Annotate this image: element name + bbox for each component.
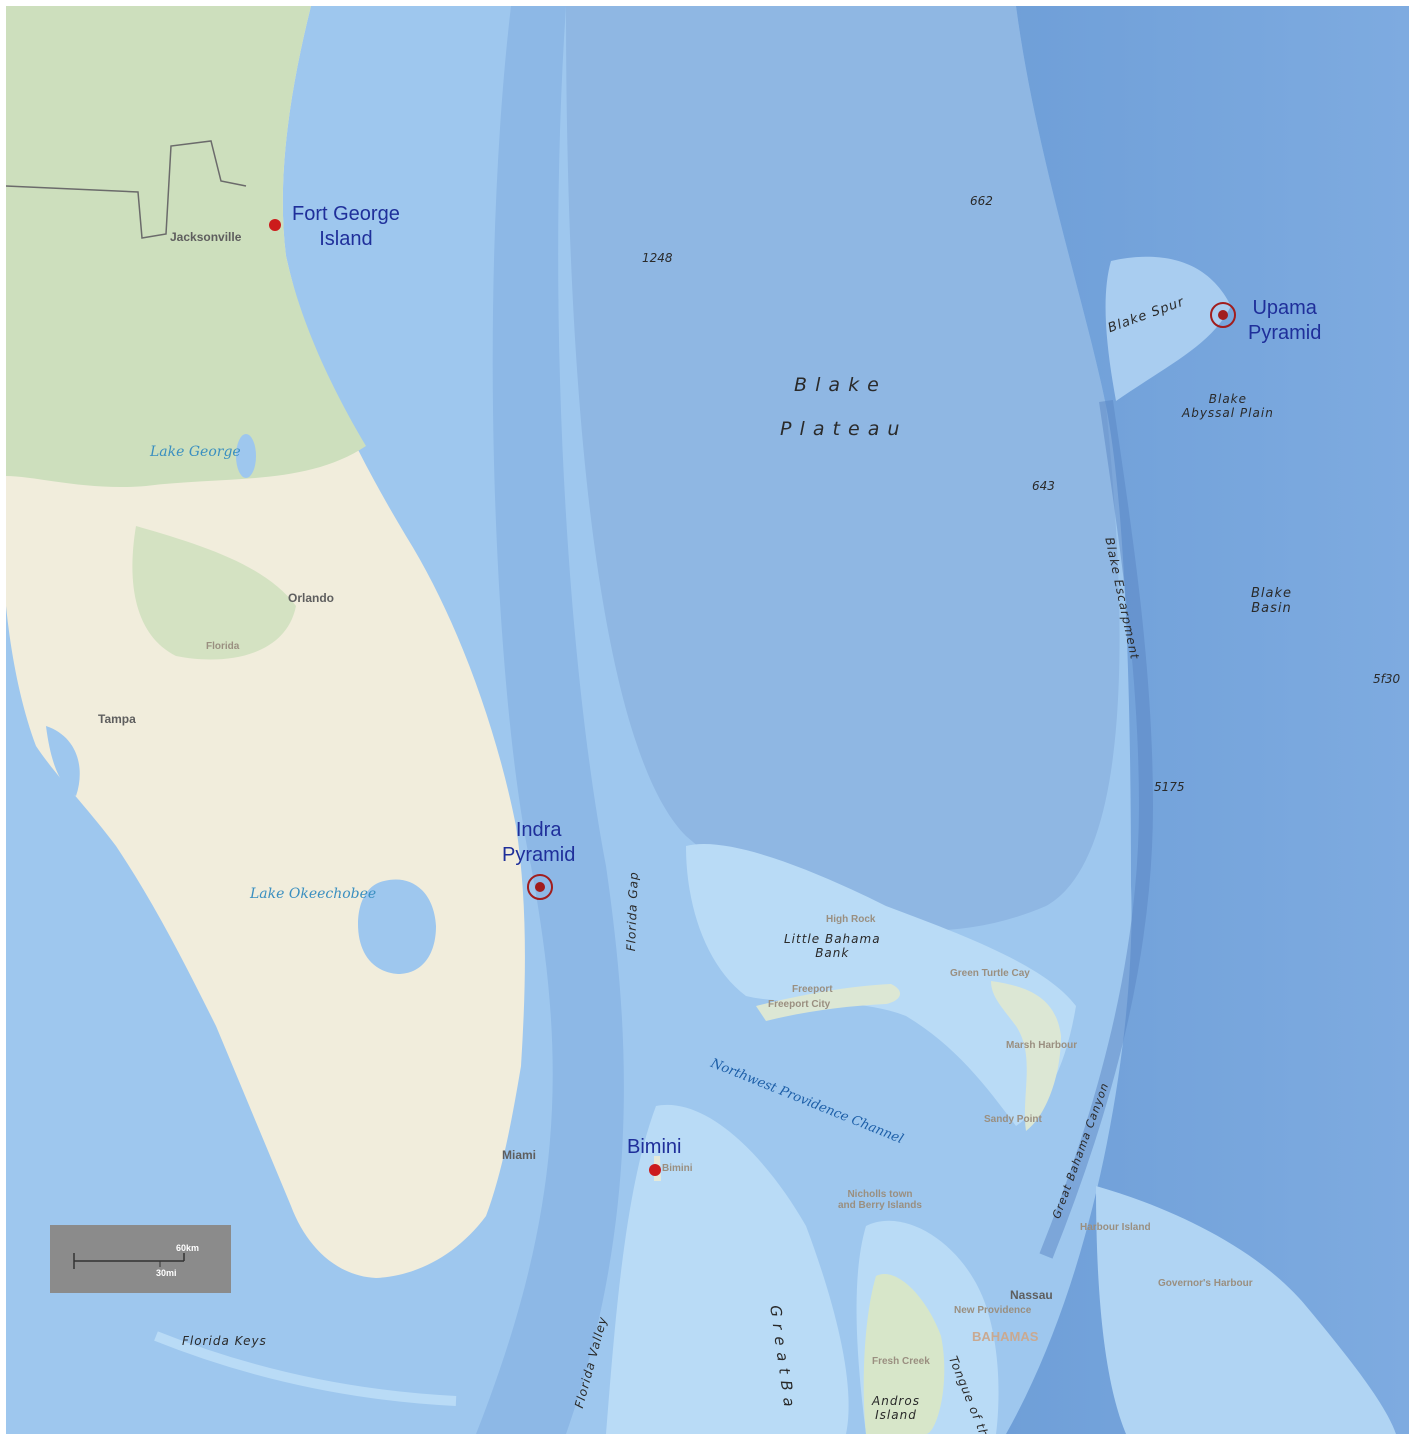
- label-plateau: P l a t e a u: [780, 418, 901, 440]
- city-jacksonville: Jacksonville: [170, 230, 242, 244]
- label-blake-abyssal-plain: Blake Abyssal Plain: [1182, 392, 1274, 420]
- label-florida-gap: Florida Gap: [624, 871, 641, 952]
- label-lake-george: Lake George: [150, 444, 241, 460]
- abyssal-plain: [1006, 6, 1409, 1434]
- label-blake: B l a k e: [794, 374, 880, 396]
- scale-bar: 60km 30mi: [50, 1225, 231, 1293]
- florida-keys-reef: [154, 1331, 457, 1406]
- map[interactable]: Fort George Island Indra Pyramid Upama P…: [6, 6, 1409, 1434]
- bimini-marker[interactable]: [649, 1164, 661, 1176]
- scale-mi: 30mi: [156, 1268, 177, 1278]
- blake-spur-rise: [1105, 256, 1231, 401]
- city-miami: Miami: [502, 1148, 537, 1162]
- lake-george: [236, 434, 256, 478]
- city-tampa: Tampa: [98, 712, 136, 726]
- label-fort-george-island: Fort George Island: [292, 203, 400, 250]
- label-little-bahama-bank: Little Bahama Bank: [784, 932, 881, 960]
- depth-643: 643: [1032, 479, 1055, 493]
- basemap: [6, 6, 1409, 1434]
- depth-1248: 1248: [642, 251, 673, 265]
- grand-bahama: [756, 984, 901, 1021]
- upama-pyramid-marker[interactable]: [1210, 302, 1236, 328]
- label-bahamas: BAHAMAS: [972, 1329, 1039, 1344]
- label-freeport-city: Freeport City: [768, 999, 831, 1010]
- label-lake-okeechobee: Lake Okeechobee: [250, 886, 377, 902]
- depth-5f30: 5f30: [1373, 672, 1401, 686]
- florida-strait: [476, 6, 624, 1434]
- label-florida-keys: Florida Keys: [182, 1334, 267, 1348]
- depth-662: 662: [970, 194, 993, 208]
- abaco: [991, 981, 1061, 1131]
- state-border: [6, 140, 247, 239]
- label-andros-island: Andros Island: [872, 1394, 920, 1422]
- label-nicholls-town: Nicholls town and Berry Islands: [838, 1189, 922, 1211]
- indra-pyramid-marker[interactable]: [527, 874, 553, 900]
- label-green-turtle-cay: Green Turtle Cay: [950, 968, 1030, 979]
- city-nassau: Nassau: [1010, 1288, 1053, 1302]
- label-new-providence: New Providence: [954, 1305, 1032, 1316]
- label-bimini: Bimini: [627, 1136, 682, 1158]
- blake-escarpment-edge: [1039, 400, 1154, 1259]
- label-blake-basin: Blake Basin: [1251, 586, 1293, 616]
- label-freeport: Freeport: [792, 984, 833, 995]
- scale-km: 60km: [176, 1243, 200, 1253]
- label-harbour-island: Harbour Island: [1080, 1222, 1151, 1233]
- label-governors-harbour: Governor's Harbour: [1158, 1278, 1253, 1289]
- label-indra-pyramid: Indra Pyramid: [502, 819, 576, 866]
- andros: [863, 1274, 945, 1434]
- great-bahama-bank: [606, 1104, 849, 1434]
- label-florida-state: Florida: [206, 641, 240, 652]
- north-florida-forest: [6, 6, 366, 488]
- label-marsh-harbour: Marsh Harbour: [1006, 1040, 1078, 1051]
- lake-okeechobee: [358, 879, 436, 974]
- label-high-rock: High Rock: [826, 914, 876, 925]
- label-fresh-creek: Fresh Creek: [872, 1356, 930, 1367]
- city-orlando: Orlando: [288, 591, 335, 605]
- label-upama-pyramid: Upama Pyramid: [1248, 297, 1322, 344]
- scale-bar-line: [73, 1253, 185, 1269]
- eleuthera-bank: [1096, 1186, 1396, 1434]
- label-sandy-point: Sandy Point: [984, 1114, 1042, 1125]
- label-bimini-town: Bimini: [662, 1163, 693, 1174]
- central-forest: [132, 526, 296, 660]
- blake-plateau: [566, 6, 1120, 931]
- tampa-bay: [46, 726, 80, 796]
- depth-5175: 5175: [1154, 780, 1185, 794]
- fort-george-marker[interactable]: [269, 219, 281, 231]
